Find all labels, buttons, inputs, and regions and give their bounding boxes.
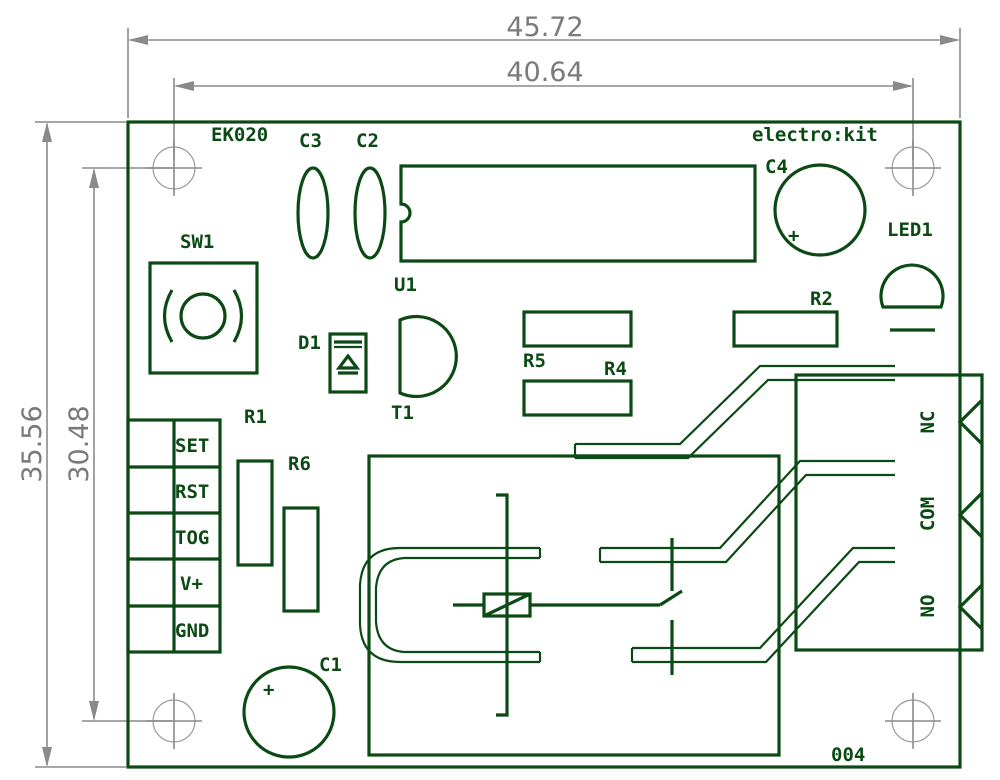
terminal-pin-label: NC [917,411,939,434]
header-pin-label: RST [175,481,209,503]
header-pin-label: V+ [180,573,203,595]
brand-label: electro:kit [752,124,878,146]
c2-label: C2 [356,130,379,152]
capacitor-c3: C3 [296,130,330,260]
transistor-t1: T1 [391,314,458,424]
c1-polarity: + [263,679,274,701]
r1-label: R1 [244,406,267,428]
r5-label: R5 [523,350,546,372]
d1-label: D1 [298,332,321,354]
diode-d1: D1 [298,332,368,394]
t1-label: T1 [391,402,414,424]
mounting-hole [146,140,202,196]
mounting-hole [146,693,202,749]
capacitor-c2: C2 [353,130,387,260]
r6-label: R6 [288,453,311,475]
led1-label: LED1 [887,219,933,241]
resistor-r4: R4 [522,358,633,417]
resistor-r2: R2 [732,288,839,348]
switch-sw1: SW1 [148,231,259,375]
resistor-r5: R5 [522,310,633,372]
header-pin-label: SET [175,435,209,457]
c4-polarity: + [788,225,799,247]
c1-label: C1 [319,654,342,676]
relay [358,364,895,757]
ic-u1: U1 [394,164,757,296]
header-pin-label: GND [175,620,209,642]
resistor-r1: R1 [236,406,274,567]
c3-label: C3 [299,130,322,152]
terminal-pin-label: COM [917,497,939,531]
resistor-r6: R6 [282,453,320,613]
revision-label: 004 [831,744,865,766]
inner-height-label: 30.48 [64,405,95,482]
outer-height-label: 35.56 [17,405,48,482]
led-led1: LED1 [879,219,945,332]
capacitor-c4: + C4 [765,156,867,257]
board-name: EK020 [211,124,268,146]
inner-width-label: 40.64 [506,57,583,88]
mounting-holes [146,140,941,749]
mounting-hole [885,140,941,196]
capacitor-c1: + C1 [242,654,342,759]
terminal-pin-label: NO [917,595,939,618]
pin-header: SET RST TOG V+ GND [126,418,222,654]
header-pin-label: TOG [175,527,209,549]
mounting-hole [885,693,941,749]
u1-label: U1 [394,274,417,296]
terminal-block: NC COM NO [794,373,984,652]
c4-label: C4 [765,156,788,178]
outer-width-label: 45.72 [506,12,583,43]
dimension-lines: 45.72 40.64 35.56 30.48 [17,12,961,768]
sw1-label: SW1 [180,231,214,253]
r2-label: R2 [810,288,833,310]
r4-label: R4 [604,358,627,380]
board-outline [126,120,962,769]
